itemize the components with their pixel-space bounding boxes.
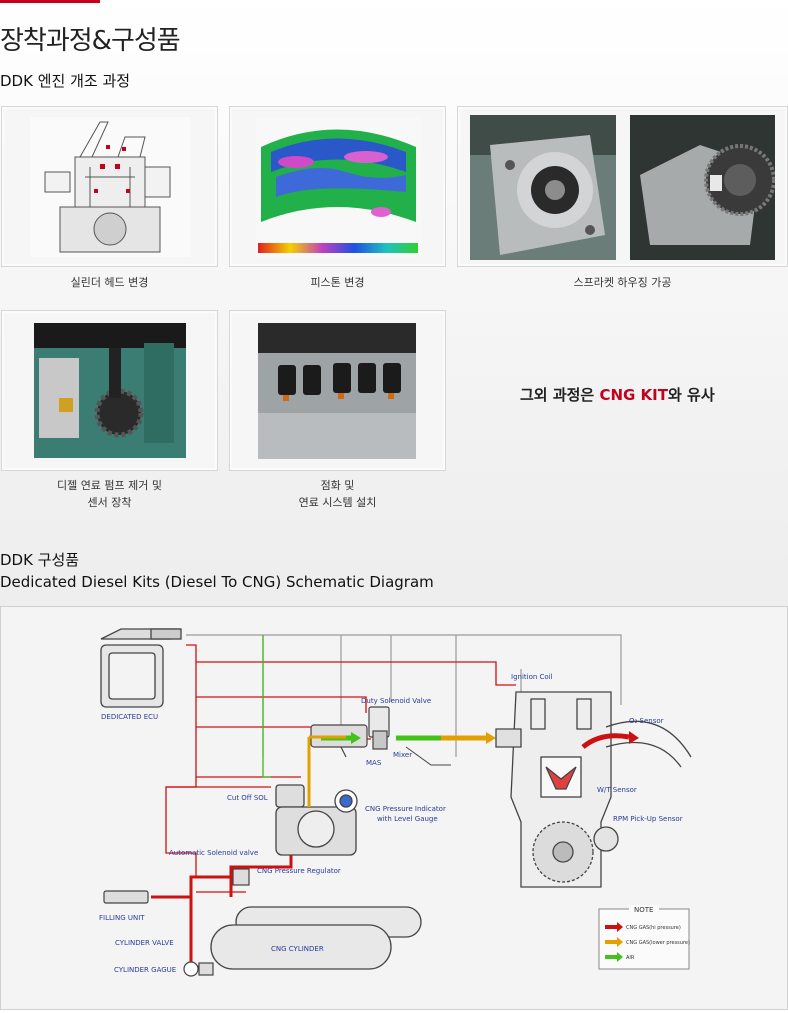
engine-icon — [495, 691, 619, 888]
label-duty: Duty Solenoid Valve — [361, 697, 431, 705]
process-card-sprocket-housing — [457, 106, 788, 267]
label-mas: MAS — [366, 759, 382, 767]
legend-swatch-low — [605, 937, 623, 947]
caption-cylinder-head: 실린더 헤드 변경 — [70, 276, 149, 289]
section-subtitle-schematic: Dedicated Diesel Kits (Diesel To CNG) Sc… — [0, 573, 434, 591]
schematic-svg: DEDICATED ECU Duty Solenoid Valve Mixer … — [99, 628, 692, 977]
legend-swatch-hi — [605, 922, 623, 932]
section-title-components: DDK 구성품 — [0, 551, 80, 569]
legend-box: NOTE CNG GAS(hi pressure) CNG GAS(lower … — [598, 905, 690, 970]
label-ignition: Ignition Coil — [511, 673, 553, 681]
legend-label-air: AIR — [626, 955, 635, 961]
piston-heatmap-image — [256, 117, 421, 257]
cng-cylinder-icon — [210, 906, 422, 970]
filling-unit-icon — [103, 890, 149, 904]
label-indicator-2: with Level Gauge — [377, 815, 438, 823]
exhaust-arrow — [581, 733, 630, 749]
label-cylinder: CNG CYLINDER — [271, 945, 324, 953]
label-o2: O₂ Sensor — [629, 717, 664, 725]
caption-fuel-pump: 디젤 연료 펌프 제거 및 센서 장착 — [1, 477, 218, 511]
label-rpm: RPM Pick-Up Sensor — [613, 815, 683, 823]
solenoid-valve-icon — [232, 868, 250, 886]
legend-label-hi: CNG GAS(hi pressure) — [626, 925, 681, 931]
other-note-prefix: 그외 과정은 — [520, 386, 600, 404]
legend-title: NOTE — [634, 906, 653, 914]
caption-fuel-pump-line1: 디젤 연료 펌프 제거 및 — [56, 479, 163, 492]
caption-piston: 피스톤 변경 — [310, 276, 365, 289]
section-title-process: DDK 엔진 개조 과정 — [0, 72, 131, 90]
ecu-icon — [100, 628, 182, 708]
sprocket-housing-photo-1 — [470, 115, 616, 260]
cylinder-gauge-icon — [183, 961, 214, 977]
cylinder-head-drawing — [30, 117, 190, 257]
label-regulator: CNG Pressure Regulator — [257, 867, 341, 875]
label-cyl-gauge: CYLINDER GAGUE — [114, 966, 176, 974]
label-filling: FILLING UNIT — [99, 914, 145, 922]
label-mixer: Mixer — [393, 751, 412, 759]
process-card-cylinder-head — [1, 106, 218, 267]
caption-sprocket-housing: 스프라켓 하우징 가공 — [573, 276, 672, 289]
other-note-highlight: CNG KIT — [599, 386, 668, 404]
caption-ignition-line1: 점화 및 — [320, 479, 355, 492]
label-cutoff: Cut Off SOL — [227, 794, 268, 802]
label-cyl-valve: CYLINDER VALVE — [115, 939, 174, 947]
process-card-piston — [229, 106, 446, 267]
schematic-diagram: DEDICATED ECU Duty Solenoid Valve Mixer … — [0, 606, 788, 1010]
ignition-system-photo — [258, 323, 416, 459]
mixer-icon — [310, 706, 390, 758]
label-ecu: DEDICATED ECU — [101, 713, 158, 721]
regulator-icon — [275, 784, 358, 856]
caption-ignition-line2: 연료 시스템 설치 — [298, 496, 377, 509]
other-note-suffix: 와 유사 — [668, 386, 715, 404]
legend-swatch-air — [605, 952, 623, 962]
page-title: 장착과정&구성품 — [0, 26, 181, 56]
process-card-fuel-pump — [1, 310, 218, 471]
other-process-note: 그외 과정은 CNG KIT와 유사 — [520, 384, 715, 405]
caption-ignition: 점화 및 연료 시스템 설치 — [229, 477, 446, 511]
label-auto-sol: Automatic Solenoid valve — [169, 849, 258, 857]
sprocket-housing-photo-2 — [630, 115, 775, 260]
label-indicator-1: CNG Pressure Indicator — [365, 805, 446, 813]
legend-label-low: CNG GAS(lower pressure) — [626, 940, 690, 946]
caption-fuel-pump-line2: 센서 장착 — [87, 496, 132, 509]
label-wt: W/T Sensor — [597, 786, 637, 794]
process-card-ignition — [229, 310, 446, 471]
accent-bar — [0, 0, 100, 3]
fuel-pump-photo — [34, 323, 186, 458]
